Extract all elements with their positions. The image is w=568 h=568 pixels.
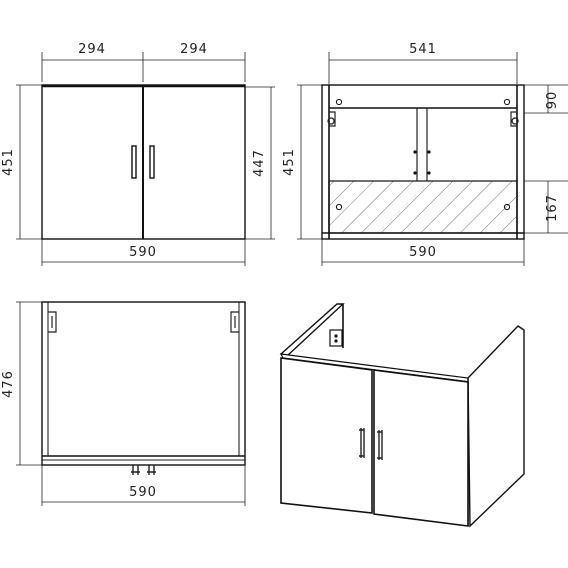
front-height-right: 447 [252, 149, 267, 177]
iso-right-door [373, 369, 469, 527]
back-height-left: 451 [282, 148, 297, 176]
back-width-bottom: 590 [409, 245, 437, 260]
front-right-handle [149, 145, 155, 179]
back-inner-width: 541 [409, 42, 437, 57]
top-handle-left [131, 465, 140, 475]
top-view: 476 590 [1, 301, 246, 506]
isometric-view [279, 303, 525, 528]
hanger-bracket-right [510, 111, 519, 127]
top-bracket-left [48, 311, 57, 333]
front-left-handle [131, 145, 137, 179]
back-top-panel-dim: 90 [545, 91, 560, 110]
front-door-width-right: 294 [180, 42, 208, 57]
iso-right-handle [377, 430, 383, 460]
mounting-hole [503, 203, 511, 211]
top-width-bottom: 590 [129, 485, 157, 500]
mounting-hole [503, 98, 511, 106]
top-bracket-right [230, 311, 239, 333]
top-cabinet-outline [41, 301, 246, 466]
mounting-hole [335, 203, 343, 211]
iso-left-handle [359, 428, 365, 458]
back-bottom-panel [328, 180, 518, 234]
top-depth: 476 [1, 370, 16, 398]
iso-right-side-panel [467, 325, 525, 528]
front-door-width-left: 294 [78, 42, 106, 57]
front-width-bottom: 590 [129, 245, 157, 260]
iso-hanger-bracket [329, 329, 343, 347]
back-view: 541 90 167 [282, 42, 568, 266]
iso-left-door [280, 357, 373, 514]
back-bottom-panel-dim: 167 [545, 194, 560, 222]
front-view: 294 294 451 447 590 [1, 42, 275, 266]
top-handle-right [147, 465, 156, 475]
front-height-left: 451 [1, 148, 16, 176]
hanger-bracket-left [327, 111, 336, 127]
mounting-hole [335, 98, 343, 106]
